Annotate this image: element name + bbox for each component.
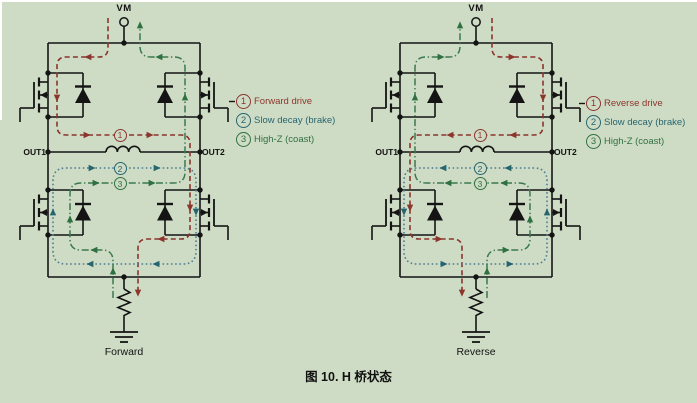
path-badge-1-forward: 1 — [113, 128, 127, 142]
high-z-path-reverse — [411, 21, 534, 298]
legend-item-high-z: 3 High-Z (coast) — [586, 132, 685, 151]
legend-label: High-Z (coast) — [604, 136, 665, 147]
legend-item-high-z: 3 High-Z (coast) — [236, 130, 335, 149]
legend-item-reverse-drive: 1 Reverse drive — [586, 94, 685, 113]
path-badge-1-reverse: 1 — [473, 128, 487, 142]
h-bridge-wires-reverse — [371, 17, 581, 343]
legend-circle-1: 1 — [236, 94, 251, 109]
out1-label-reverse: OUT1 — [375, 147, 398, 157]
legend-circle-2: 2 — [586, 115, 601, 130]
legend-item-forward-drive: 1 Forward drive — [236, 92, 335, 111]
figure-caption: 图 10. H 桥状态 — [305, 370, 392, 384]
legend-label: High-Z (coast) — [254, 134, 315, 145]
legend-label: Forward drive — [254, 96, 313, 107]
high-z-path-forward — [66, 21, 189, 298]
slow-decay-path-reverse — [400, 164, 551, 268]
legend-label: Reverse drive — [604, 98, 663, 109]
legend-label: Slow decay (brake) — [604, 117, 686, 128]
h-bridge-wires-forward — [19, 17, 229, 343]
legend-circle-2: 2 — [236, 113, 251, 128]
path-badge-2-reverse: 2 — [473, 162, 487, 175]
legend-reverse: 1 Reverse drive 2 Slow decay (brake) 3 H… — [586, 94, 685, 151]
slow-decay-path-forward — [49, 164, 200, 268]
out2-label-reverse: OUT2 — [554, 147, 577, 157]
state-label-forward: Forward — [104, 346, 144, 358]
legend-circle-3: 3 — [586, 134, 601, 149]
out2-label-forward: OUT2 — [202, 147, 225, 157]
legend-leader-ticks — [229, 100, 585, 105]
state-label-reverse: Reverse — [456, 346, 496, 358]
path-badge-3-forward: 3 — [113, 177, 127, 190]
legend-circle-1: 1 — [586, 96, 601, 111]
legend-label: Slow decay (brake) — [254, 115, 336, 126]
legend-forward: 1 Forward drive 2 Slow decay (brake) 3 H… — [236, 92, 335, 149]
drive-current-path-forward — [53, 18, 194, 297]
legend-item-slow-decay: 2 Slow decay (brake) — [586, 113, 685, 132]
vm-label-forward: VM — [116, 3, 132, 14]
legend-circle-3: 3 — [236, 132, 251, 147]
page-edge-top — [0, 0, 697, 2]
out1-label-forward: OUT1 — [23, 147, 46, 157]
path-badge-2-forward: 2 — [113, 162, 127, 175]
path-badge-3-reverse: 3 — [473, 177, 487, 190]
vm-label-reverse: VM — [468, 3, 484, 14]
legend-item-slow-decay: 2 Slow decay (brake) — [236, 111, 335, 130]
page-edge-left — [0, 0, 2, 120]
drive-current-path-reverse — [406, 18, 547, 297]
